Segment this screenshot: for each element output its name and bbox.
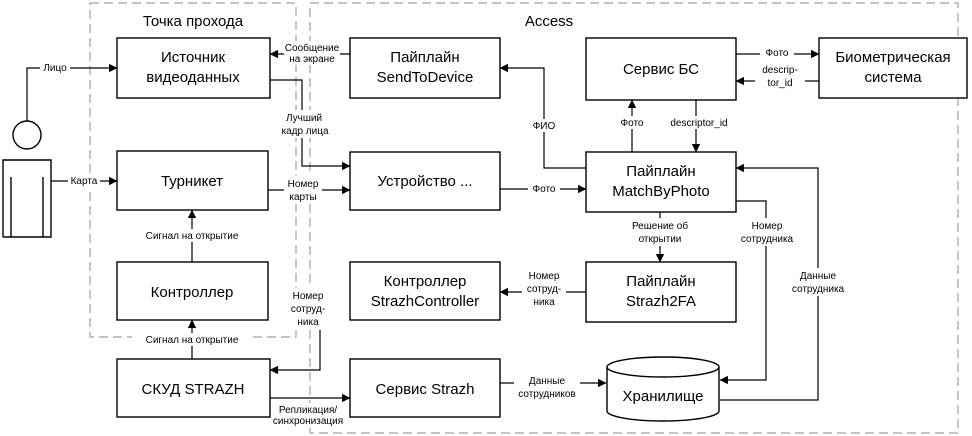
strazh2fa-line2: Strazh2FA (626, 293, 696, 310)
strazh2fa-line1: Пайплайн (626, 273, 695, 290)
send-to-device-line2: SendToDevice (377, 69, 474, 86)
biometric-line1: Биометрическая (835, 49, 950, 66)
label-card: Карта (71, 176, 98, 187)
label-employee-number-ctrl-2: сотруд- (291, 304, 325, 315)
label-replication-1: Репликация/ (279, 405, 338, 416)
video-source-line2: видеоданных (146, 69, 240, 86)
label-face: Лицо (43, 63, 67, 74)
label-descriptor-id: descriptor_id (670, 118, 727, 129)
strazh-service-box: Сервис Strazh (349, 358, 501, 418)
turnstile-label: Турникет (161, 173, 223, 190)
device-box: Устройство ... (349, 151, 501, 211)
video-source-box: Источник видеоданных (116, 37, 271, 99)
label-open-signal-top: Сигнал на открытие (146, 231, 239, 242)
label-employee-number-mbp-2: сотрудника (741, 234, 794, 245)
label-fio: ФИО (533, 121, 556, 132)
controller-box: Контроллер (116, 261, 269, 321)
storage-label: Хранилище (623, 388, 704, 405)
label-employee-number-fa-1: Номер (529, 271, 560, 282)
biometric-line2: система (864, 69, 922, 86)
label-screen-message-1: Сообщение (285, 42, 340, 54)
label-employees-data-1: Данные (529, 376, 566, 387)
bs-service-box: Сервис БС (585, 37, 737, 101)
zone-checkpoint-title: Точка прохода (143, 13, 244, 30)
match-by-photo-line2: MatchByPhoto (612, 183, 710, 200)
biometric-box: Биометрическая система (818, 37, 968, 99)
label-employee-number-fa-2: сотруд- (527, 284, 561, 295)
label-employee-number-fa-3: ника (533, 297, 555, 308)
strazh2fa-box: Пайплайн Strazh2FA (585, 261, 737, 323)
zone-checkpoint: Точка прохода (89, 2, 297, 338)
label-best-frame-2: кадр лица (281, 126, 328, 137)
label-employee-number-mbp-1: Номер (752, 221, 783, 232)
device-label: Устройство ... (377, 173, 472, 190)
label-replication-2: синхронизация (273, 416, 343, 427)
strazh-controller-line2: StrazhController (371, 293, 479, 310)
label-photo-bio: Фото (766, 48, 789, 59)
strazh-service-label: Сервис Strazh (376, 381, 475, 398)
label-employee-number-ctrl-1: Номер (293, 291, 324, 302)
match-by-photo-line1: Пайплайн (626, 163, 695, 180)
label-employee-data-1: Данные (800, 271, 837, 282)
label-open-signal-bottom: Сигнал на открытие (146, 335, 239, 346)
label-card-number-1: Номер (288, 179, 319, 190)
label-screen-message-2: на экране (289, 54, 335, 65)
strazh-controller-box: Контроллер StrazhController (349, 261, 501, 321)
edge-employee-number-mbp (719, 200, 767, 385)
bs-service-label: Сервис БС (623, 61, 699, 78)
label-descriptor-back-1: descrip- (762, 65, 798, 76)
person-icon (2, 120, 52, 238)
label-photo-bs: Фото (621, 118, 644, 129)
skud-label: СКУД STRAZH (142, 381, 245, 398)
label-photo-device: Фото (533, 184, 556, 195)
edge-fio (499, 63, 586, 169)
label-card-number-2: карты (289, 192, 316, 203)
label-best-frame-1: Лучший (286, 113, 322, 124)
storage-cylinder: Хранилище (606, 356, 720, 422)
skud-box: СКУД STRAZH (116, 358, 271, 418)
strazh-controller-line1: Контроллер (384, 273, 467, 290)
edge-labels: Лицо Карта Сообщение на экране Лучший ка… (40, 41, 850, 427)
zone-access: Access (309, 2, 959, 434)
zone-access-title: Access (525, 13, 573, 30)
send-to-device-box: Пайплайн SendToDevice (349, 37, 501, 99)
label-open-decision-1: Решение об (632, 220, 688, 232)
label-descriptor-back-2: tor_id (767, 78, 792, 89)
turnstile-box: Турникет (116, 150, 269, 211)
label-employee-number-ctrl-3: ника (297, 317, 319, 328)
label-open-decision-2: открытии (639, 234, 682, 245)
label-employees-data-2: сотрудников (518, 389, 575, 400)
send-to-device-line1: Пайплайн (390, 49, 459, 66)
edge-face (26, 63, 118, 121)
edges (26, 49, 820, 403)
controller-label: Контроллер (151, 284, 234, 301)
video-source-line1: Источник (161, 49, 225, 66)
match-by-photo-box: Пайплайн MatchByPhoto (585, 151, 737, 213)
label-employee-data-2: сотрудника (792, 284, 845, 295)
